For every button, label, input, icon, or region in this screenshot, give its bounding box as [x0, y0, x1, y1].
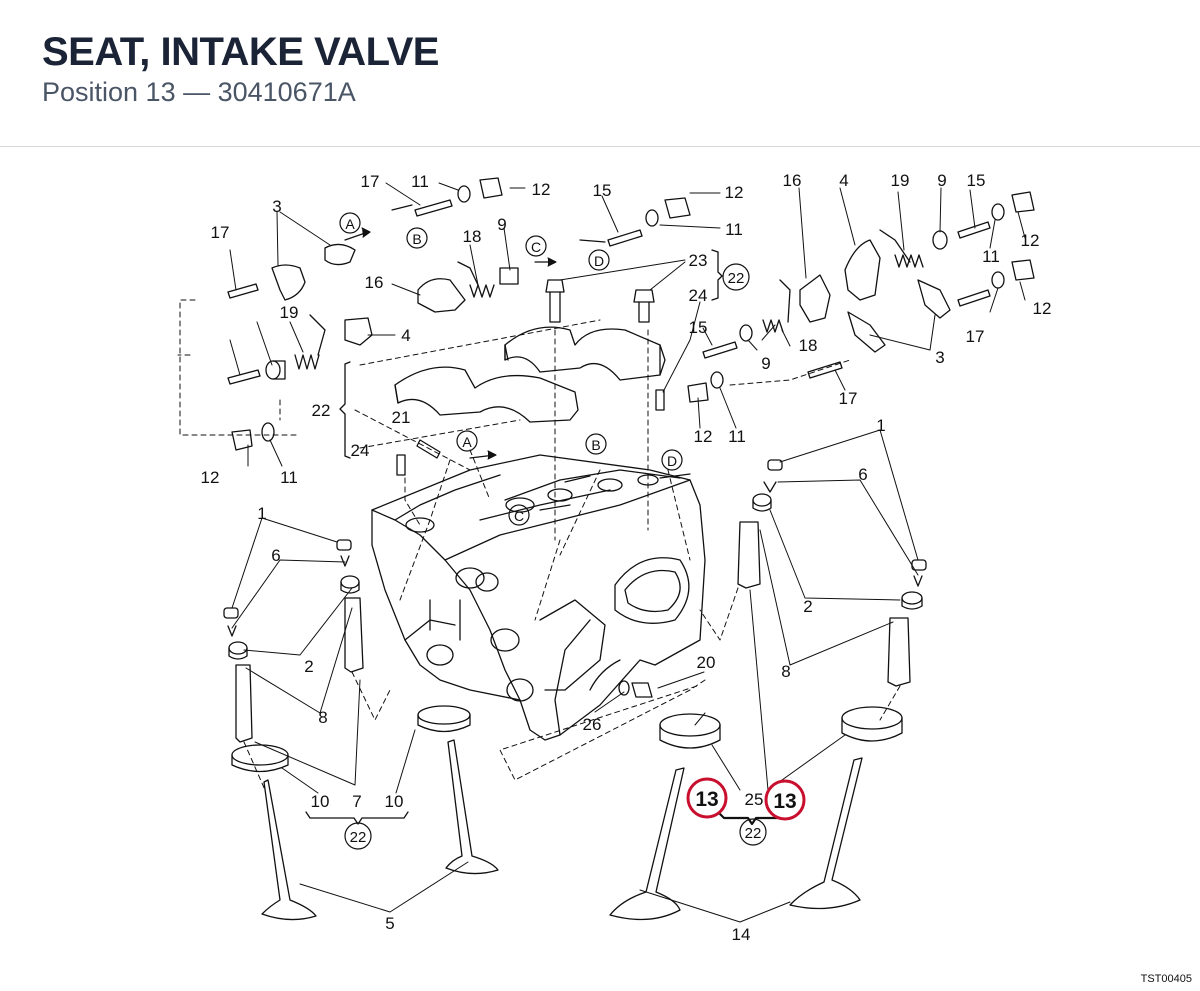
- callout-label: 3: [935, 348, 944, 367]
- callout-label: 26: [583, 715, 602, 734]
- callout-label: 11: [411, 172, 429, 191]
- callout-label: 15: [967, 171, 986, 190]
- callout-label: D: [667, 453, 677, 469]
- callout-label: 9: [937, 171, 946, 190]
- callout-label: 12: [532, 180, 551, 199]
- reference-code: TST00405: [1140, 973, 1192, 985]
- rocker-assemblies-drawing: [227, 177, 1035, 451]
- callout-label: 17: [839, 389, 858, 408]
- callout-label: 6: [858, 465, 867, 484]
- callout-label: 22: [728, 270, 745, 287]
- callout-label: 18: [463, 227, 482, 246]
- callout-label: 8: [318, 708, 327, 727]
- group-circles: [344, 263, 767, 850]
- callout-label: 11: [725, 220, 743, 239]
- callout-label: 20: [697, 653, 716, 672]
- highlight-ring-right: [764, 779, 806, 821]
- callout-label: A: [462, 434, 472, 450]
- callout-label: 24: [689, 286, 708, 305]
- callout-label: 2: [304, 657, 313, 676]
- callout-label: 12: [725, 183, 744, 202]
- callout-label: 4: [401, 326, 410, 345]
- callout-label: 17: [211, 223, 230, 242]
- callout-label: 19: [891, 171, 910, 190]
- callout-label: 24: [351, 441, 370, 460]
- callout-label: B: [591, 437, 600, 453]
- callout-label: 22: [312, 401, 331, 420]
- callout-label: D: [594, 253, 604, 269]
- callout-label: C: [514, 508, 524, 524]
- callout-label: 4: [839, 171, 848, 190]
- callout-label: 10: [385, 792, 404, 811]
- circled-letters: [339, 212, 683, 526]
- callout-label: 1: [257, 504, 266, 523]
- callout-label: 7: [352, 792, 361, 811]
- callout-label: A: [345, 216, 355, 232]
- callout-labels: 17 11 12 3 A B 15 12 11 16 4 19 9 15 12 …: [201, 171, 1052, 944]
- camshaft-caps-drawing: [394, 326, 666, 423]
- highlight-ring-left: [686, 777, 728, 819]
- highlight-label-left: 13: [695, 788, 718, 811]
- callout-label: 15: [593, 181, 612, 200]
- callout-label: 16: [365, 273, 384, 292]
- callout-label: 17: [361, 172, 380, 191]
- bolts-drawing: [396, 279, 665, 476]
- highlight-markers: 13 13: [686, 777, 806, 821]
- braces: [305, 249, 788, 826]
- callout-label: 2: [803, 597, 812, 616]
- cylinder-head-drawing: [371, 454, 706, 741]
- callout-label: 14: [732, 925, 751, 944]
- callout-label: 5: [385, 914, 394, 933]
- callout-label: 11: [728, 427, 746, 446]
- callout-label: 12: [201, 468, 220, 487]
- callout-label: 17: [966, 327, 985, 346]
- exploded-diagram: 17 11 12 3 A B 15 12 11 16 4 19 9 15 12 …: [177, 171, 1052, 944]
- header: SEAT, INTAKE VALVE Position 13 — 3041067…: [0, 0, 1200, 147]
- callout-label: 11: [280, 468, 298, 487]
- callout-label: 22: [745, 825, 762, 842]
- callout-label: 12: [1033, 299, 1052, 318]
- arrow-markers: [344, 204, 691, 511]
- callout-label: 25: [745, 790, 764, 809]
- callout-label: 1: [876, 416, 885, 435]
- valve-train-drawing: [223, 459, 927, 921]
- highlight-label-right: 13: [773, 790, 796, 813]
- callout-label: 21: [392, 408, 411, 427]
- callout-label: 16: [783, 171, 802, 190]
- callout-label: 12: [1021, 231, 1040, 250]
- callout-label: 9: [497, 215, 506, 234]
- leader-lines: [177, 182, 1026, 923]
- callout-label: 19: [280, 303, 299, 322]
- callout-label: C: [531, 239, 541, 255]
- part-subtitle: Position 13 — 30410671A: [42, 77, 356, 107]
- callout-label: 9: [761, 354, 770, 373]
- callout-label: 18: [799, 336, 818, 355]
- callout-label: 3: [272, 197, 281, 216]
- callout-label: 6: [271, 546, 280, 565]
- callout-label: 8: [781, 662, 790, 681]
- callout-label: 15: [689, 318, 708, 337]
- callout-label: B: [412, 231, 421, 247]
- page-title: SEAT, INTAKE VALVE: [42, 30, 439, 74]
- callout-label: 12: [694, 427, 713, 446]
- callout-label: 11: [982, 247, 1000, 266]
- callout-label: 10: [311, 792, 330, 811]
- callout-label: 22: [350, 829, 367, 846]
- callout-label: 23: [689, 251, 708, 270]
